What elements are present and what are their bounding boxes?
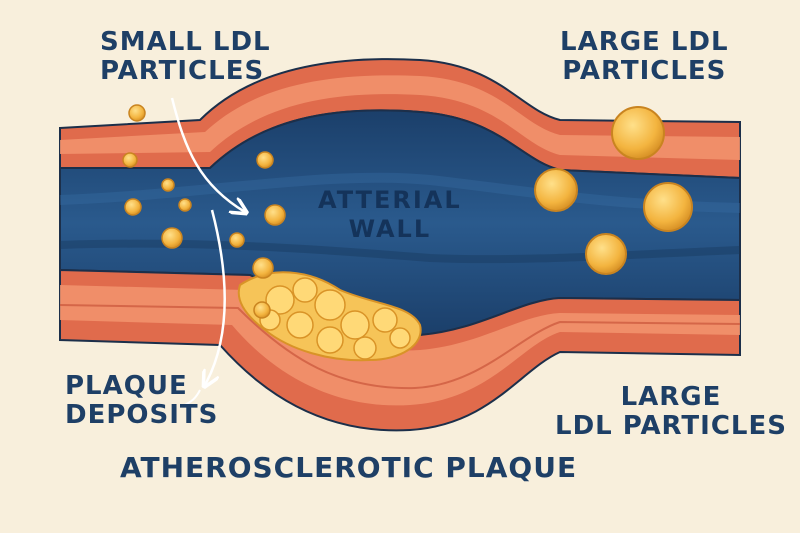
label-line: LARGE (620, 382, 722, 412)
label-arterial-wall: ATTERIAL WALL (318, 186, 462, 244)
wall-stripe (59, 304, 741, 390)
small-ldl-particles (122, 104, 286, 319)
lumen-sheen (59, 172, 741, 213)
label-line: SMALL LDL (100, 27, 271, 57)
arrow-plaque-deposits (205, 209, 226, 385)
small-ldl-particle (178, 198, 192, 212)
large-ldl-particle (585, 233, 627, 275)
large-ldl-particle (611, 106, 665, 160)
small-ldl-particle (252, 257, 274, 279)
label-large-ldl-particles-top: LARGE LDL PARTICLES (560, 27, 729, 87)
large-ldl-particles (534, 106, 693, 275)
label-line: LARGE LDL (560, 27, 729, 57)
arrow-plaque-line (184, 389, 201, 406)
small-ldl-particle (229, 232, 245, 248)
small-ldl-particle (264, 204, 286, 226)
artery-wall-top-inner (60, 75, 740, 160)
label-large-ldl-particles-bottom: LARGE LDL PARTICLES (555, 382, 787, 442)
plaque-deposit (237, 271, 422, 362)
label-small-ldl-particles: SMALL LDL PARTICLES (100, 27, 271, 87)
label-line: WALL (348, 214, 432, 243)
label-atherosclerotic-plaque: ATHEROSCLEROTIC PLAQUE (120, 451, 578, 484)
arrow-small-ldl (170, 97, 245, 212)
small-ldl-particle (128, 104, 146, 122)
small-ldl-particle (161, 178, 175, 192)
small-ldl-particle (124, 198, 142, 216)
small-ldl-particle (122, 152, 138, 168)
large-ldl-particle (643, 182, 693, 232)
small-ldl-particle (161, 227, 183, 249)
label-line: PARTICLES (100, 56, 265, 87)
small-ldl-particle (256, 151, 274, 169)
label-line: ATTERIAL (318, 186, 462, 214)
small-ldl-particle (253, 301, 271, 319)
label-line: LDL PARTICLES (555, 411, 787, 442)
large-ldl-particle (534, 168, 578, 212)
artery-wall-bottom-inner (60, 285, 740, 406)
label-line: PLAQUE (65, 371, 188, 401)
label-line: DEPOSITS (65, 400, 219, 431)
label-plaque-deposits: PLAQUE DEPOSITS (65, 371, 219, 431)
label-line: PARTICLES (562, 56, 727, 87)
